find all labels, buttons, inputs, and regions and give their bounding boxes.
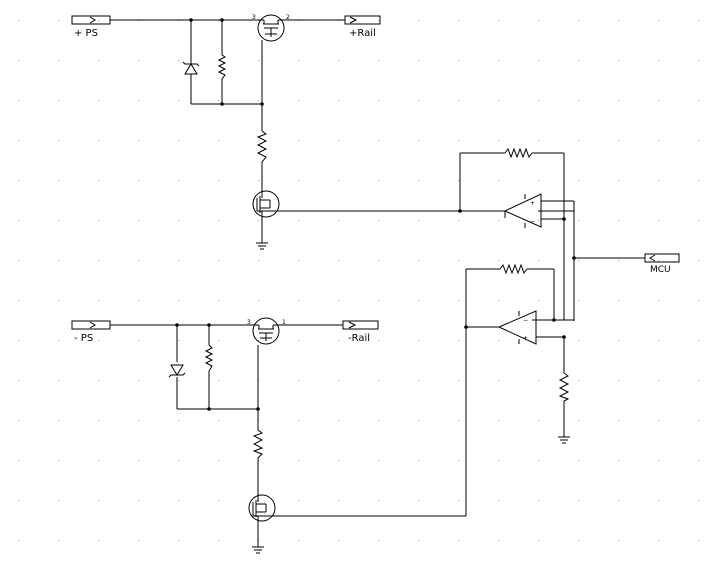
resistor-feedback-bottom[interactable] <box>499 263 528 275</box>
pin-label: 2 <box>286 14 290 21</box>
pin-label: 1 <box>282 319 286 326</box>
mosfet-control-negative[interactable] <box>248 493 276 523</box>
port-neg-rail-label: -Rail <box>348 333 370 344</box>
pin-label: 3 <box>247 319 251 326</box>
opamp-bottom[interactable]: − + <box>497 310 537 345</box>
resistor-negative-shunt[interactable] <box>204 344 214 372</box>
opamp-bottom-plus: + <box>523 335 528 342</box>
ground-reference <box>558 436 570 444</box>
port-mcu-label: MCU <box>650 265 671 275</box>
port-pos-ps-label: + PS <box>74 28 98 39</box>
opamp-top-plus: + <box>530 200 535 207</box>
mosfet-control-positive[interactable] <box>252 190 280 220</box>
opamp-top[interactable]: + − <box>503 193 542 228</box>
opamp-top-minus: − <box>530 218 535 225</box>
positive-channel: + PS +Rail <box>71 14 680 321</box>
opamp-bottom-minus: − <box>523 317 528 324</box>
pin-label: 3 <box>252 14 256 21</box>
resistor-feedback-top[interactable] <box>504 147 533 159</box>
mosfet-pass-positive[interactable]: 3 2 <box>252 14 290 42</box>
junctions-negative <box>175 318 566 411</box>
port-pos-rail-label: +Rail <box>349 28 376 39</box>
wires-negative <box>110 268 574 547</box>
port-mcu[interactable]: MCU <box>644 253 680 275</box>
resistor-negative-series[interactable] <box>252 429 264 459</box>
resistor-positive-shunt[interactable] <box>217 54 227 80</box>
ground-positive-fet <box>256 242 268 250</box>
ground-negative-fet <box>252 546 264 554</box>
resistor-reference[interactable] <box>558 372 570 402</box>
zener-diode-positive[interactable] <box>182 55 200 85</box>
mosfet-pass-negative[interactable]: 3 1 <box>247 317 286 345</box>
resistor-positive-series[interactable] <box>256 130 268 163</box>
wires-positive <box>110 19 645 321</box>
negative-channel: - PS -Rail <box>71 263 574 554</box>
junctions-positive <box>189 18 576 260</box>
zener-diode-negative[interactable] <box>168 364 186 378</box>
port-neg-ps-label: - PS <box>74 333 93 344</box>
